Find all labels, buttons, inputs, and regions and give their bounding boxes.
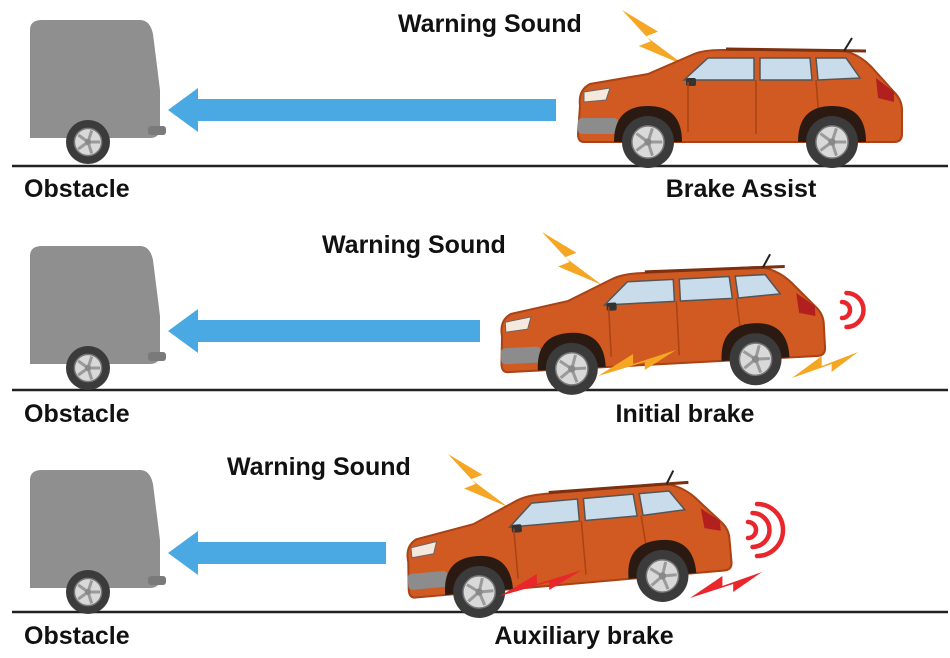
mode-label-initial-brake: Initial brake xyxy=(615,400,755,428)
tail-light xyxy=(700,508,721,531)
hub xyxy=(644,138,652,146)
headlight xyxy=(504,316,532,333)
rear-window xyxy=(582,493,638,522)
obstacle-vehicle xyxy=(30,470,166,614)
antenna xyxy=(843,37,853,52)
quarter-window xyxy=(638,490,687,517)
hub xyxy=(84,138,92,146)
roof-rail xyxy=(548,480,689,495)
suv-car xyxy=(500,253,827,395)
quarter-window xyxy=(815,57,862,81)
obstacle-label: Obstacle xyxy=(24,622,130,650)
front-window xyxy=(507,498,581,528)
quarter-window xyxy=(734,273,782,299)
antenna xyxy=(665,470,675,485)
warning-sound-label: Warning Sound xyxy=(398,10,582,38)
headlight xyxy=(583,87,611,103)
hub xyxy=(84,588,92,596)
obstacle-body xyxy=(30,470,160,588)
hub xyxy=(751,355,760,363)
warning-sound-label: Warning Sound xyxy=(322,231,506,259)
door-seam xyxy=(513,528,519,579)
orange-sparks-icon xyxy=(598,350,676,376)
obstacle-vehicle xyxy=(30,20,166,164)
front-window xyxy=(602,278,676,306)
hub xyxy=(84,364,92,372)
front-window xyxy=(682,57,755,81)
suv-car xyxy=(576,37,903,168)
front-bumper xyxy=(578,118,618,134)
hub xyxy=(475,588,483,596)
obstacle-bumper xyxy=(148,576,166,585)
obstacle-bumper xyxy=(148,352,166,361)
roof-rail xyxy=(725,47,867,53)
front-bumper xyxy=(407,571,449,590)
hub xyxy=(658,572,667,580)
hub xyxy=(828,138,836,146)
obstacle-vehicle xyxy=(30,246,166,390)
door-seam xyxy=(580,520,587,575)
obstacle-bumper xyxy=(148,126,166,135)
warning-sound-label: Warning Sound xyxy=(227,453,411,481)
roof-rail xyxy=(644,265,785,274)
door-seam xyxy=(675,301,680,356)
headlight xyxy=(410,540,438,559)
orange-sparks-icon xyxy=(792,352,858,378)
obstacle-body xyxy=(30,20,160,138)
hub xyxy=(568,365,576,373)
obstacle-body xyxy=(30,246,160,364)
red-sparks-icon xyxy=(500,570,582,596)
side-mirror xyxy=(606,302,617,311)
lightning-orange-icon xyxy=(448,454,508,507)
lightning-orange-icon xyxy=(542,232,602,285)
obstacle-label: Obstacle xyxy=(24,400,130,428)
antenna xyxy=(761,253,771,269)
sound-wave-icon xyxy=(844,290,866,330)
rear-window xyxy=(759,57,813,81)
distance-arrow xyxy=(168,88,556,132)
rear-window xyxy=(678,275,734,302)
distance-arrow xyxy=(168,531,386,575)
suv-car xyxy=(406,470,733,618)
red-sparks-icon xyxy=(690,572,762,598)
tail-light xyxy=(796,292,816,317)
front-bumper xyxy=(500,346,542,365)
sound-wave-icon xyxy=(754,501,786,559)
door-seam xyxy=(607,306,612,357)
mode-label-brake-assist: Brake Assist xyxy=(665,175,817,203)
lightning-orange-icon xyxy=(622,10,685,66)
distance-arrow xyxy=(168,309,480,353)
tail-light xyxy=(876,78,894,102)
sound-wave-icon xyxy=(745,519,759,541)
sound-wave-icon xyxy=(839,299,853,321)
side-mirror xyxy=(511,524,522,533)
obstacle-label: Obstacle xyxy=(24,175,130,203)
sound-wave-icon xyxy=(750,510,772,550)
mode-label-auxiliary-brake: Auxiliary brake xyxy=(494,622,674,650)
